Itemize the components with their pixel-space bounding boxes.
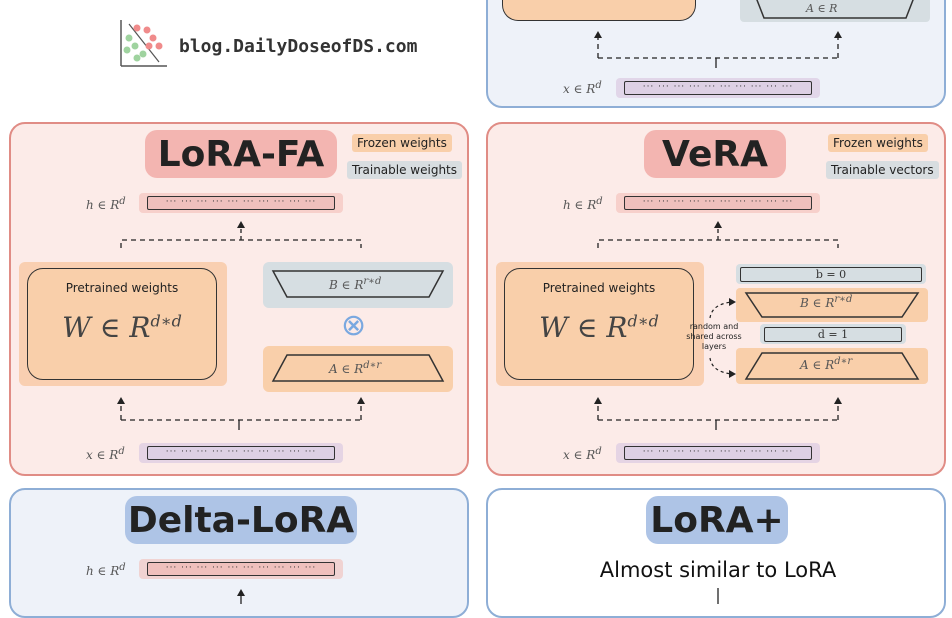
weights-box-partial <box>502 0 696 21</box>
output-vector: ··· ··· ··· ··· ··· ··· ··· ··· ··· ··· <box>624 196 812 210</box>
input-arrows <box>594 397 842 430</box>
logo-area: blog.DailyDoseofDS.com <box>115 14 445 70</box>
a-label: A ∈ Rd∗r <box>800 356 853 372</box>
a-matrix-partial <box>740 0 930 22</box>
panel-vera: VeRA Frozen weights Trainable vectors h … <box>486 122 946 476</box>
input-vector: ··· ··· ··· ··· ··· ··· ··· ··· ··· ··· <box>624 81 812 95</box>
lora-fa-title: LoRA-FA <box>145 130 337 178</box>
output-arrows <box>120 221 362 248</box>
pretrained-weights-box: Pretrained weights W ∈ Rd∗d <box>504 268 694 380</box>
shared-note: random and shared across layers <box>686 322 742 351</box>
site-url[interactable]: blog.DailyDoseofDS.com <box>179 36 418 57</box>
input-arrows <box>117 397 365 430</box>
legend-frozen: Frozen weights <box>828 134 928 152</box>
output-vector: ··· ··· ··· ··· ··· ··· ··· ··· ··· ··· <box>147 562 335 576</box>
down-line <box>717 588 719 604</box>
panel-delta-lora: Delta-LoRA h ∈ Rd ··· ··· ··· ··· ··· ··… <box>9 488 469 618</box>
vera-title: VeRA <box>644 130 786 178</box>
panel-top-right: A ∈ R x ∈ Rd ··· ··· ··· ··· ··· ··· ···… <box>486 0 946 108</box>
lora-plus-title: LoRA+ <box>646 496 788 544</box>
output-vector: ··· ··· ··· ··· ··· ··· ··· ··· ··· ··· <box>147 196 335 210</box>
x-label: x ∈ Rd <box>86 446 125 462</box>
b-matrix <box>736 288 928 322</box>
x-label: x ∈ Rd <box>563 80 602 96</box>
curved-arrows <box>709 298 736 378</box>
h-label: h ∈ Rd <box>86 562 126 578</box>
h-label: h ∈ Rd <box>563 196 603 212</box>
h-label: h ∈ Rd <box>86 196 126 212</box>
panel-lora-fa: LoRA-FA Frozen weights Trainable weights… <box>9 122 469 476</box>
a-matrix <box>263 346 453 392</box>
lora-plus-description: Almost similar to LoRA <box>599 558 837 582</box>
delta-lora-title: Delta-LoRA <box>125 496 357 544</box>
a-label: A ∈ Rd∗r <box>329 360 382 376</box>
output-arrows <box>597 221 839 248</box>
multiply-icon: ⊗ <box>341 308 367 343</box>
b-matrix <box>263 262 453 308</box>
legend-trainable: Trainable weights <box>347 161 463 179</box>
legend-trainable: Trainable vectors <box>826 161 939 179</box>
a-label-partial: A ∈ R <box>806 2 838 15</box>
x-label: x ∈ Rd <box>563 446 602 462</box>
legend-frozen: Frozen weights <box>352 134 452 152</box>
panel-lora-plus: LoRA+ Almost similar to LoRA <box>486 488 946 618</box>
scatter-logo-icon <box>120 20 167 67</box>
input-vector: ··· ··· ··· ··· ··· ··· ··· ··· ··· ··· <box>624 446 812 460</box>
input-arrows <box>594 31 842 68</box>
b-vector: b = 0 <box>740 267 922 282</box>
b-label: B ∈ Rr∗d <box>329 276 382 292</box>
up-arrow-icon <box>237 589 245 604</box>
pretrained-weights-box: Pretrained weights W ∈ Rd∗d <box>27 268 217 380</box>
a-matrix <box>736 348 928 384</box>
b-label: B ∈ Rr∗d <box>800 294 853 310</box>
d-vector: d = 1 <box>764 327 902 342</box>
input-vector: ··· ··· ··· ··· ··· ··· ··· ··· ··· ··· <box>147 446 335 460</box>
